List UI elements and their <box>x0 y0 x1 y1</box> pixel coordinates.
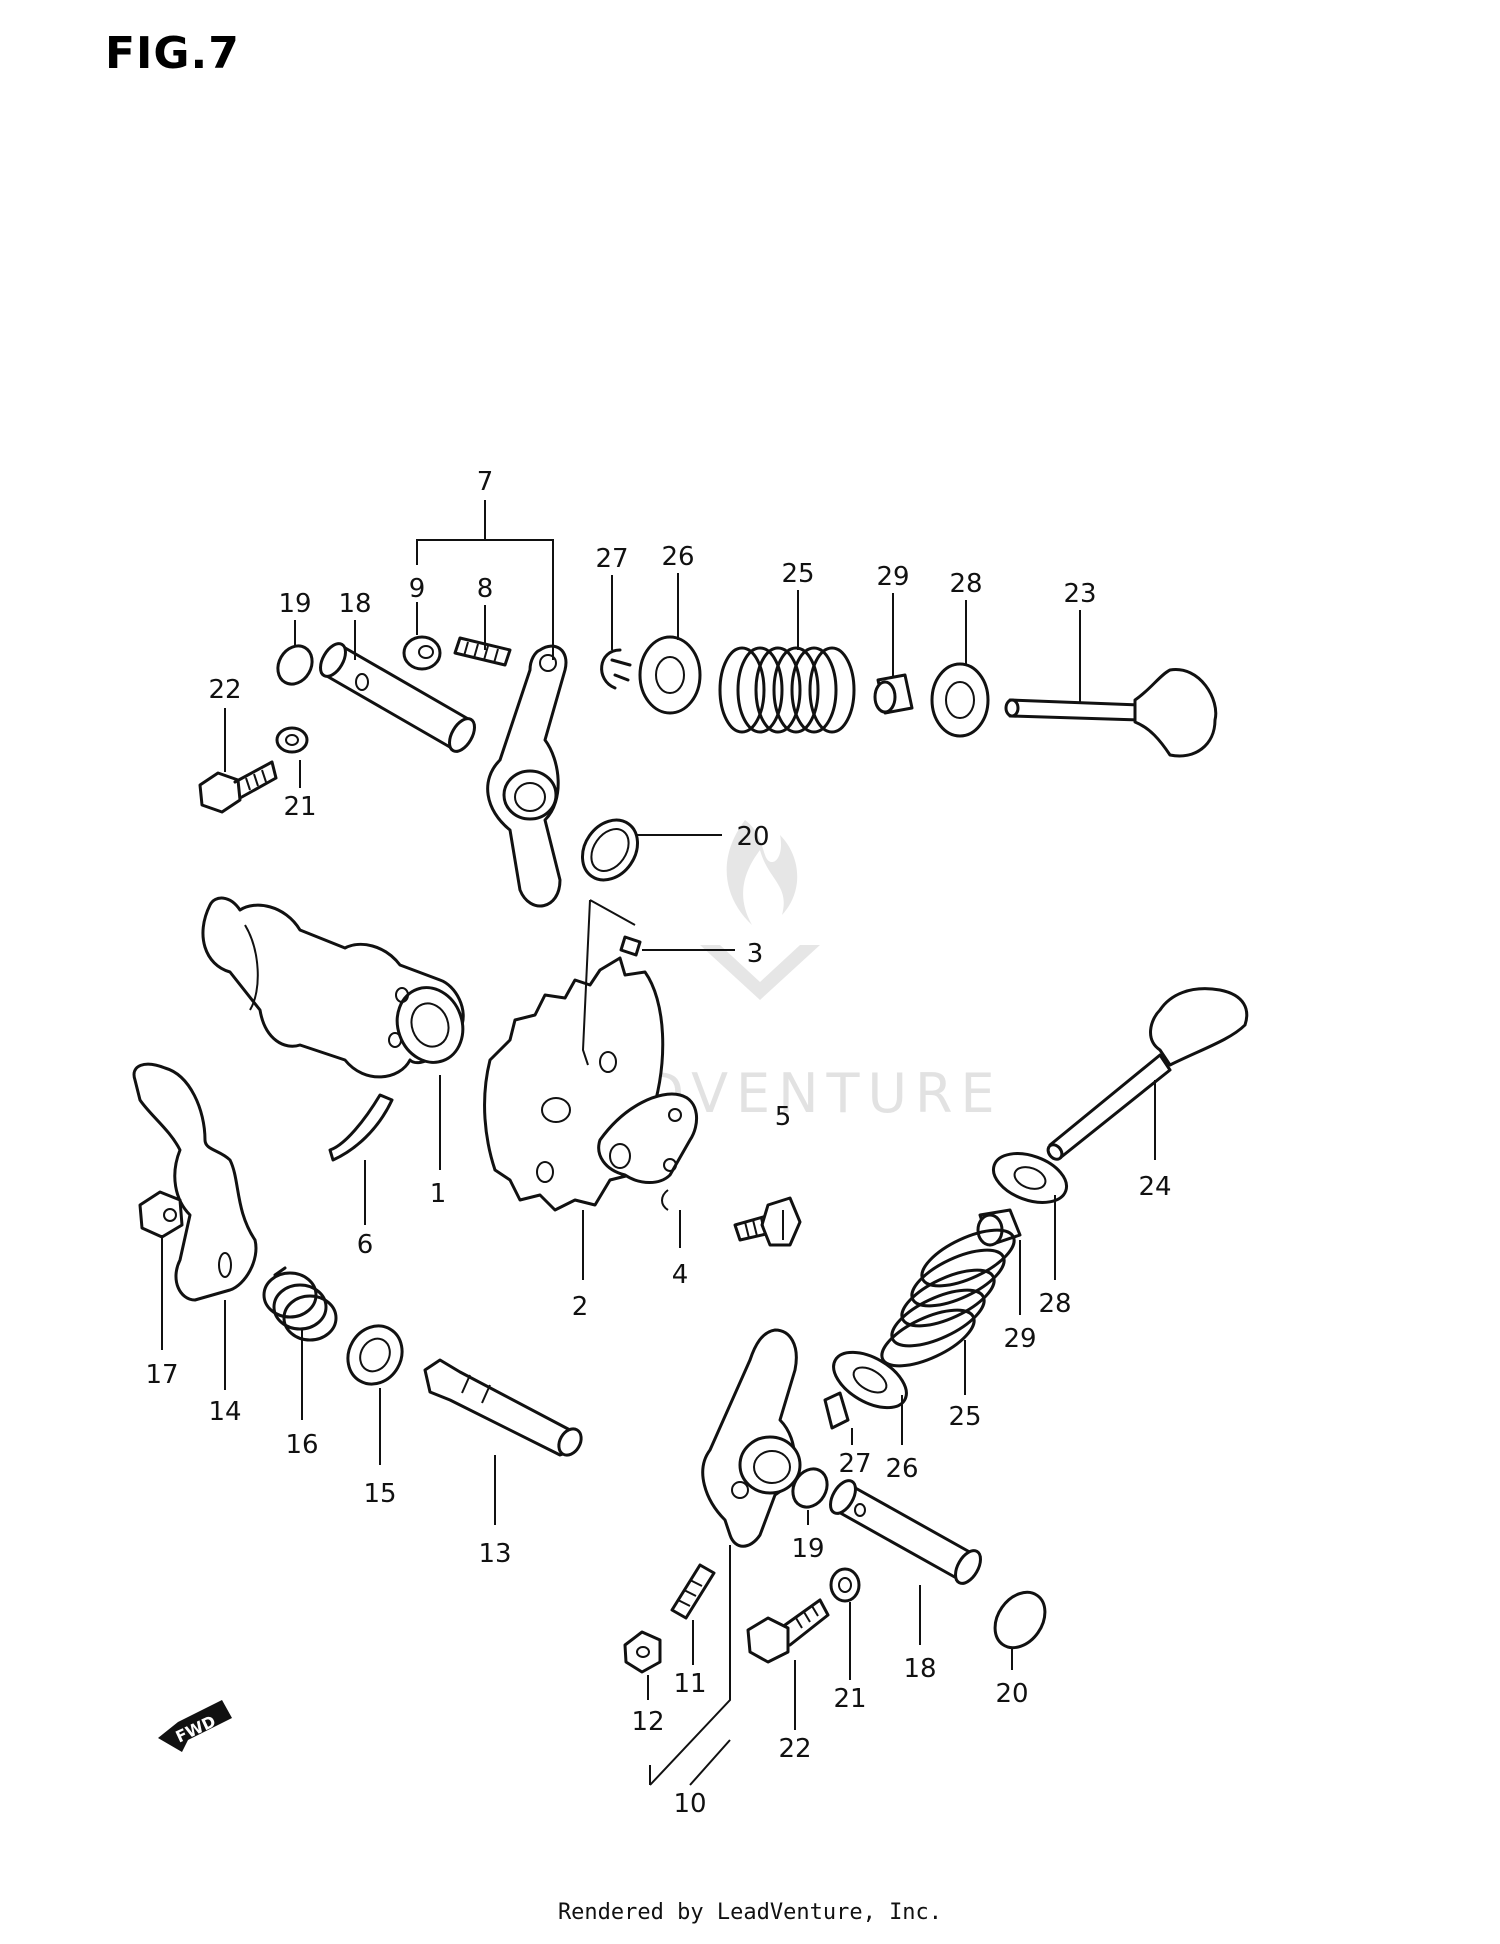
callout-26-upper: 26 <box>661 542 694 572</box>
callout-20-upper: 20 <box>736 822 769 852</box>
spring-16 <box>262 1266 338 1342</box>
oring-19-lower <box>791 1467 829 1509</box>
dowel-pin-3 <box>619 935 642 957</box>
fwd-arrow-icon: FWD <box>158 1700 232 1752</box>
plate-4 <box>597 1092 699 1211</box>
callout-28-upper: 28 <box>949 569 982 599</box>
seal-20-lower <box>993 1590 1047 1650</box>
rocker-shaft-18-upper <box>319 642 476 753</box>
figure-title: FIG.7 <box>105 28 240 79</box>
callout-9: 9 <box>409 574 426 604</box>
cotter-27-lower <box>823 1391 850 1430</box>
callout-21-upper: 21 <box>283 792 316 822</box>
washer-21-upper <box>275 726 309 754</box>
callout-23: 23 <box>1063 579 1096 609</box>
spring-25-lower <box>880 1228 1016 1368</box>
callout-13: 13 <box>478 1539 511 1569</box>
nut-9-upper <box>402 635 442 671</box>
callout-2: 2 <box>572 1292 589 1322</box>
callout-3: 3 <box>747 939 764 969</box>
callout-17: 17 <box>145 1360 178 1390</box>
callout-8: 8 <box>477 574 494 604</box>
washer-21-lower <box>829 1567 861 1603</box>
oil-seal-15 <box>346 1324 404 1386</box>
callout-1: 1 <box>430 1179 447 1209</box>
callout-21-lower: 21 <box>833 1684 866 1714</box>
retainer-26-upper <box>638 635 702 715</box>
render-credit: Rendered by LeadVenture, Inc. <box>557 1900 943 1925</box>
callout-18-upper: 18 <box>338 589 371 619</box>
stem-seal-29-upper <box>873 673 914 715</box>
decomp-lever-14 <box>132 1062 258 1302</box>
callout-25-upper: 25 <box>781 559 814 589</box>
callout-28-lower: 28 <box>1038 1289 1071 1319</box>
callout-14: 14 <box>208 1397 241 1427</box>
callout-29-lower: 29 <box>1003 1324 1036 1354</box>
bolt-5 <box>733 1196 802 1247</box>
seal-20-upper <box>580 818 640 882</box>
clip-6 <box>328 1093 394 1162</box>
rocker-shaft-18-lower <box>829 1479 982 1585</box>
valve-24-lower <box>1046 987 1249 1161</box>
callout-25-lower: 25 <box>948 1402 981 1432</box>
shaft-13 <box>423 1358 583 1457</box>
camshaft-1 <box>201 896 465 1079</box>
spring-seat-28-lower <box>992 1152 1068 1204</box>
callout-12: 12 <box>631 1707 664 1737</box>
rocker-arm-upper <box>486 644 568 908</box>
valve-23-upper <box>1004 668 1218 758</box>
callout-15: 15 <box>363 1479 396 1509</box>
callout-7: 7 <box>477 467 494 497</box>
nut-17 <box>138 1190 184 1239</box>
callout-27-upper: 27 <box>595 544 628 574</box>
callout-26-lower: 26 <box>885 1454 918 1484</box>
callout-6: 6 <box>357 1230 374 1260</box>
retainer-26-lower <box>832 1350 908 1410</box>
callout-20-lower: 20 <box>995 1679 1028 1709</box>
adjust-screw-8-upper <box>453 636 512 667</box>
callout-19-lower: 19 <box>791 1534 824 1564</box>
callout-11: 11 <box>673 1669 706 1699</box>
leader-lines <box>161 500 1156 1786</box>
callout-10: 10 <box>673 1789 706 1819</box>
callout-16: 16 <box>285 1430 318 1460</box>
callout-19-upper: 19 <box>278 589 311 619</box>
callout-labels: 1 2 3 4 5 6 7 8 9 10 11 12 13 14 15 16 1… <box>145 467 1171 1819</box>
spring-25-upper <box>718 646 856 734</box>
callout-24: 24 <box>1138 1172 1171 1202</box>
callout-22-lower: 22 <box>778 1734 811 1764</box>
rocker-arm-lower <box>701 1328 802 1548</box>
adjust-screw-11-lower <box>670 1563 716 1620</box>
callout-27-lower: 27 <box>838 1449 871 1479</box>
callout-18-lower: 18 <box>903 1654 936 1684</box>
cotter-27-upper <box>600 648 632 690</box>
nut-12-lower <box>623 1630 662 1674</box>
bolt-22-upper <box>198 760 278 814</box>
callout-4: 4 <box>672 1260 689 1290</box>
bolt-22-lower <box>746 1598 830 1664</box>
callout-22-upper: 22 <box>208 675 241 705</box>
callout-5: 5 <box>775 1102 792 1132</box>
callout-29-upper: 29 <box>876 562 909 592</box>
spring-seat-28-upper <box>930 662 990 738</box>
oring-19-upper <box>276 644 314 686</box>
